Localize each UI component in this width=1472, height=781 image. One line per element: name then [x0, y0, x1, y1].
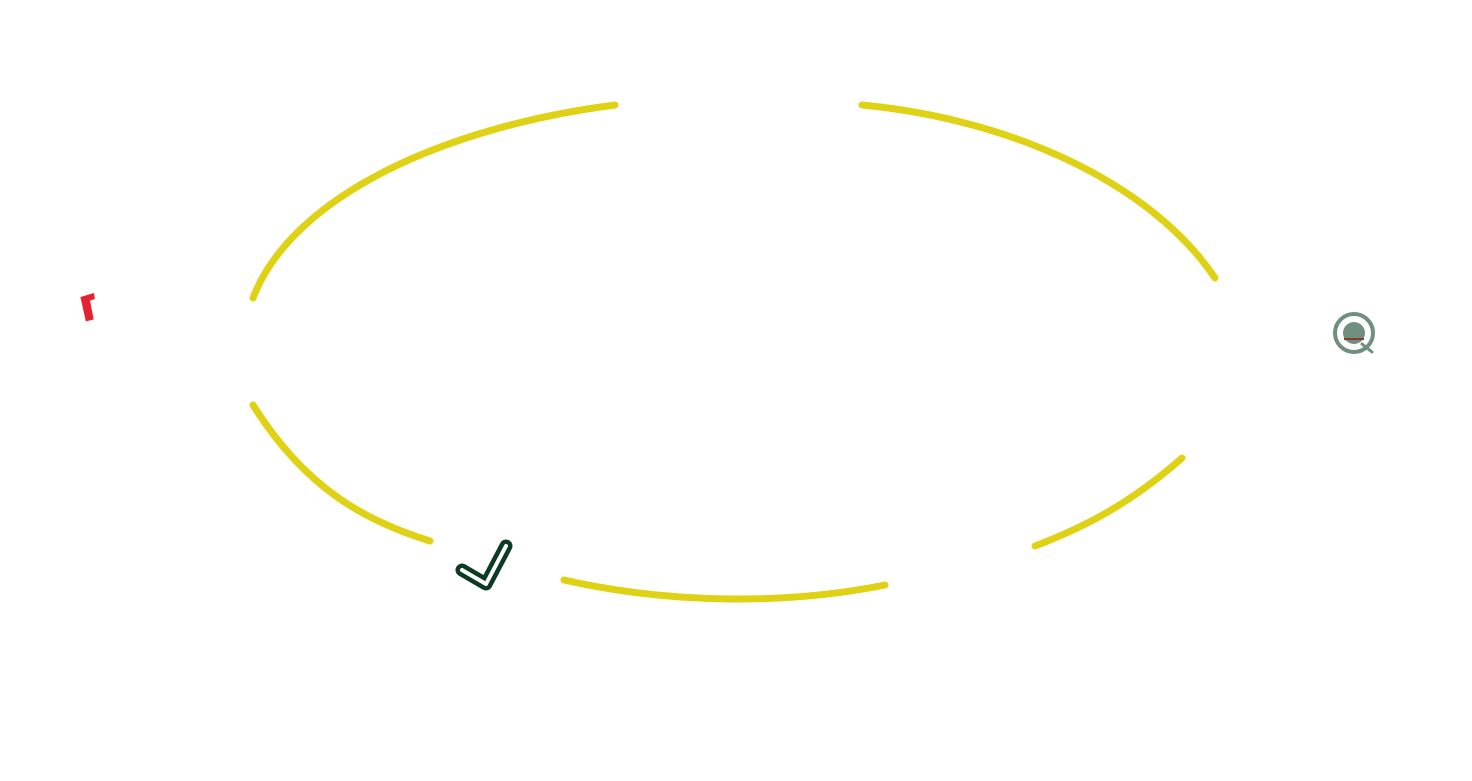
- target-outer-ring: [1333, 312, 1375, 354]
- ring-segment-top-right: [858, 101, 1219, 282]
- target-tail: [1360, 342, 1374, 354]
- ring-segment-bottom-left: [249, 401, 434, 545]
- target-inner-disc: [1343, 322, 1365, 344]
- dashed-ellipse-ring: [249, 101, 1219, 603]
- checkmark-icon[interactable]: [455, 539, 513, 591]
- red-flag-icon[interactable]: [80, 293, 98, 322]
- ring-segment-bottom: [560, 576, 889, 603]
- ring-segment-right: [1031, 454, 1186, 550]
- target-icon[interactable]: [1333, 312, 1375, 354]
- flag-shape: [80, 293, 95, 322]
- ring-segment-top-left: [249, 101, 619, 302]
- checkmark-inner: [460, 544, 508, 586]
